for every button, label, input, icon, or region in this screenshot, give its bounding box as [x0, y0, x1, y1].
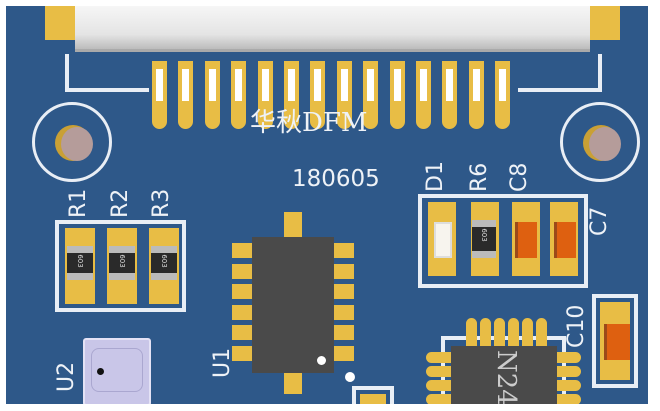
u1-pin: [232, 325, 252, 340]
gold-finger: [231, 61, 247, 129]
qfn-pin: [536, 318, 547, 348]
pin1-marker: [345, 372, 355, 382]
u1-chip: [252, 237, 334, 373]
gold-finger: [442, 61, 458, 129]
qfn-marking: N24: [491, 350, 521, 404]
label-c7: C7: [587, 206, 612, 236]
u1-pin: [334, 345, 354, 361]
resistor-r6: 603: [472, 220, 496, 258]
qfn-pin: [508, 318, 519, 348]
qfn-pin: [551, 394, 581, 404]
u1-pin: [232, 243, 252, 258]
gold-finger: [178, 61, 194, 129]
qfn-pin: [426, 380, 456, 391]
label-u1: U1: [210, 347, 235, 378]
gold-finger: [389, 61, 405, 129]
qfn-chip: N24: [451, 346, 557, 404]
u1-pin: [232, 284, 252, 299]
date-code: 180605: [292, 166, 380, 192]
qfn-pin: [522, 318, 533, 348]
label-d1: D1: [423, 161, 448, 192]
label-r2: R2: [108, 188, 133, 218]
label-c10: C10: [564, 304, 589, 348]
pcb-board: 华秋DFM 180605 R1 R2 R3 603 603 603 U1 U2 …: [6, 6, 648, 404]
mounting-hole-left: [32, 102, 112, 182]
u1-pin: [334, 243, 354, 258]
connector-pad-left: [45, 6, 75, 40]
gold-finger: [257, 61, 273, 129]
c10-outline: [592, 294, 638, 388]
label-r3: R3: [149, 188, 174, 218]
logo-text: 华秋DFM: [250, 108, 368, 138]
u1-pad-bottom: [284, 370, 302, 394]
qfn-pin: [494, 318, 505, 348]
u1-pad-top: [284, 212, 302, 242]
u1-pin: [232, 345, 252, 361]
capacitor-c8: [515, 222, 537, 258]
fpc-connector-housing: [75, 6, 590, 52]
connector-silk-left: [65, 54, 149, 92]
capacitor-c10: [604, 324, 630, 360]
connector-silk-right: [518, 54, 602, 92]
pin1-dot: [317, 356, 326, 365]
u1-pin: [334, 263, 354, 279]
gold-finger: [416, 61, 431, 129]
led-d1: [434, 222, 452, 258]
u1-pin: [334, 325, 354, 340]
u1-pin: [232, 304, 252, 320]
qfn-pin: [551, 352, 581, 363]
gold-finger: [152, 61, 167, 129]
gold-finger: [310, 61, 326, 129]
capacitor-c7: [554, 222, 576, 258]
label-c8: C8: [507, 162, 532, 192]
gold-finger: [204, 61, 220, 129]
gold-finger: [495, 61, 511, 129]
connector-pad-right: [590, 6, 620, 40]
qfn-pin: [480, 318, 491, 348]
label-u2: U2: [54, 361, 79, 392]
u1-pin: [334, 304, 354, 320]
u1-pin: [334, 284, 354, 299]
label-r1: R1: [66, 188, 91, 218]
resistor-r3: 603: [151, 246, 177, 280]
qfn-pin: [466, 318, 477, 348]
resistor-r2: 603: [109, 246, 135, 280]
qfn-pin: [551, 366, 581, 377]
bottom-pad-outline: [352, 386, 394, 404]
resistor-array-outline: [55, 220, 186, 312]
qfn-pin: [426, 366, 456, 377]
u1-pin: [232, 263, 252, 279]
passives-outline: [418, 194, 588, 288]
resistor-r1: 603: [67, 246, 93, 280]
u2-sensor: [83, 338, 151, 404]
label-r6: R6: [467, 162, 492, 192]
mounting-hole-right: [560, 102, 640, 182]
qfn-pin: [426, 394, 456, 404]
gold-finger: [284, 61, 299, 129]
gold-finger: [468, 61, 484, 129]
qfn-pin: [551, 380, 581, 391]
qfn-pin: [426, 352, 456, 363]
gold-finger: [363, 61, 379, 129]
gold-finger: [336, 61, 352, 129]
